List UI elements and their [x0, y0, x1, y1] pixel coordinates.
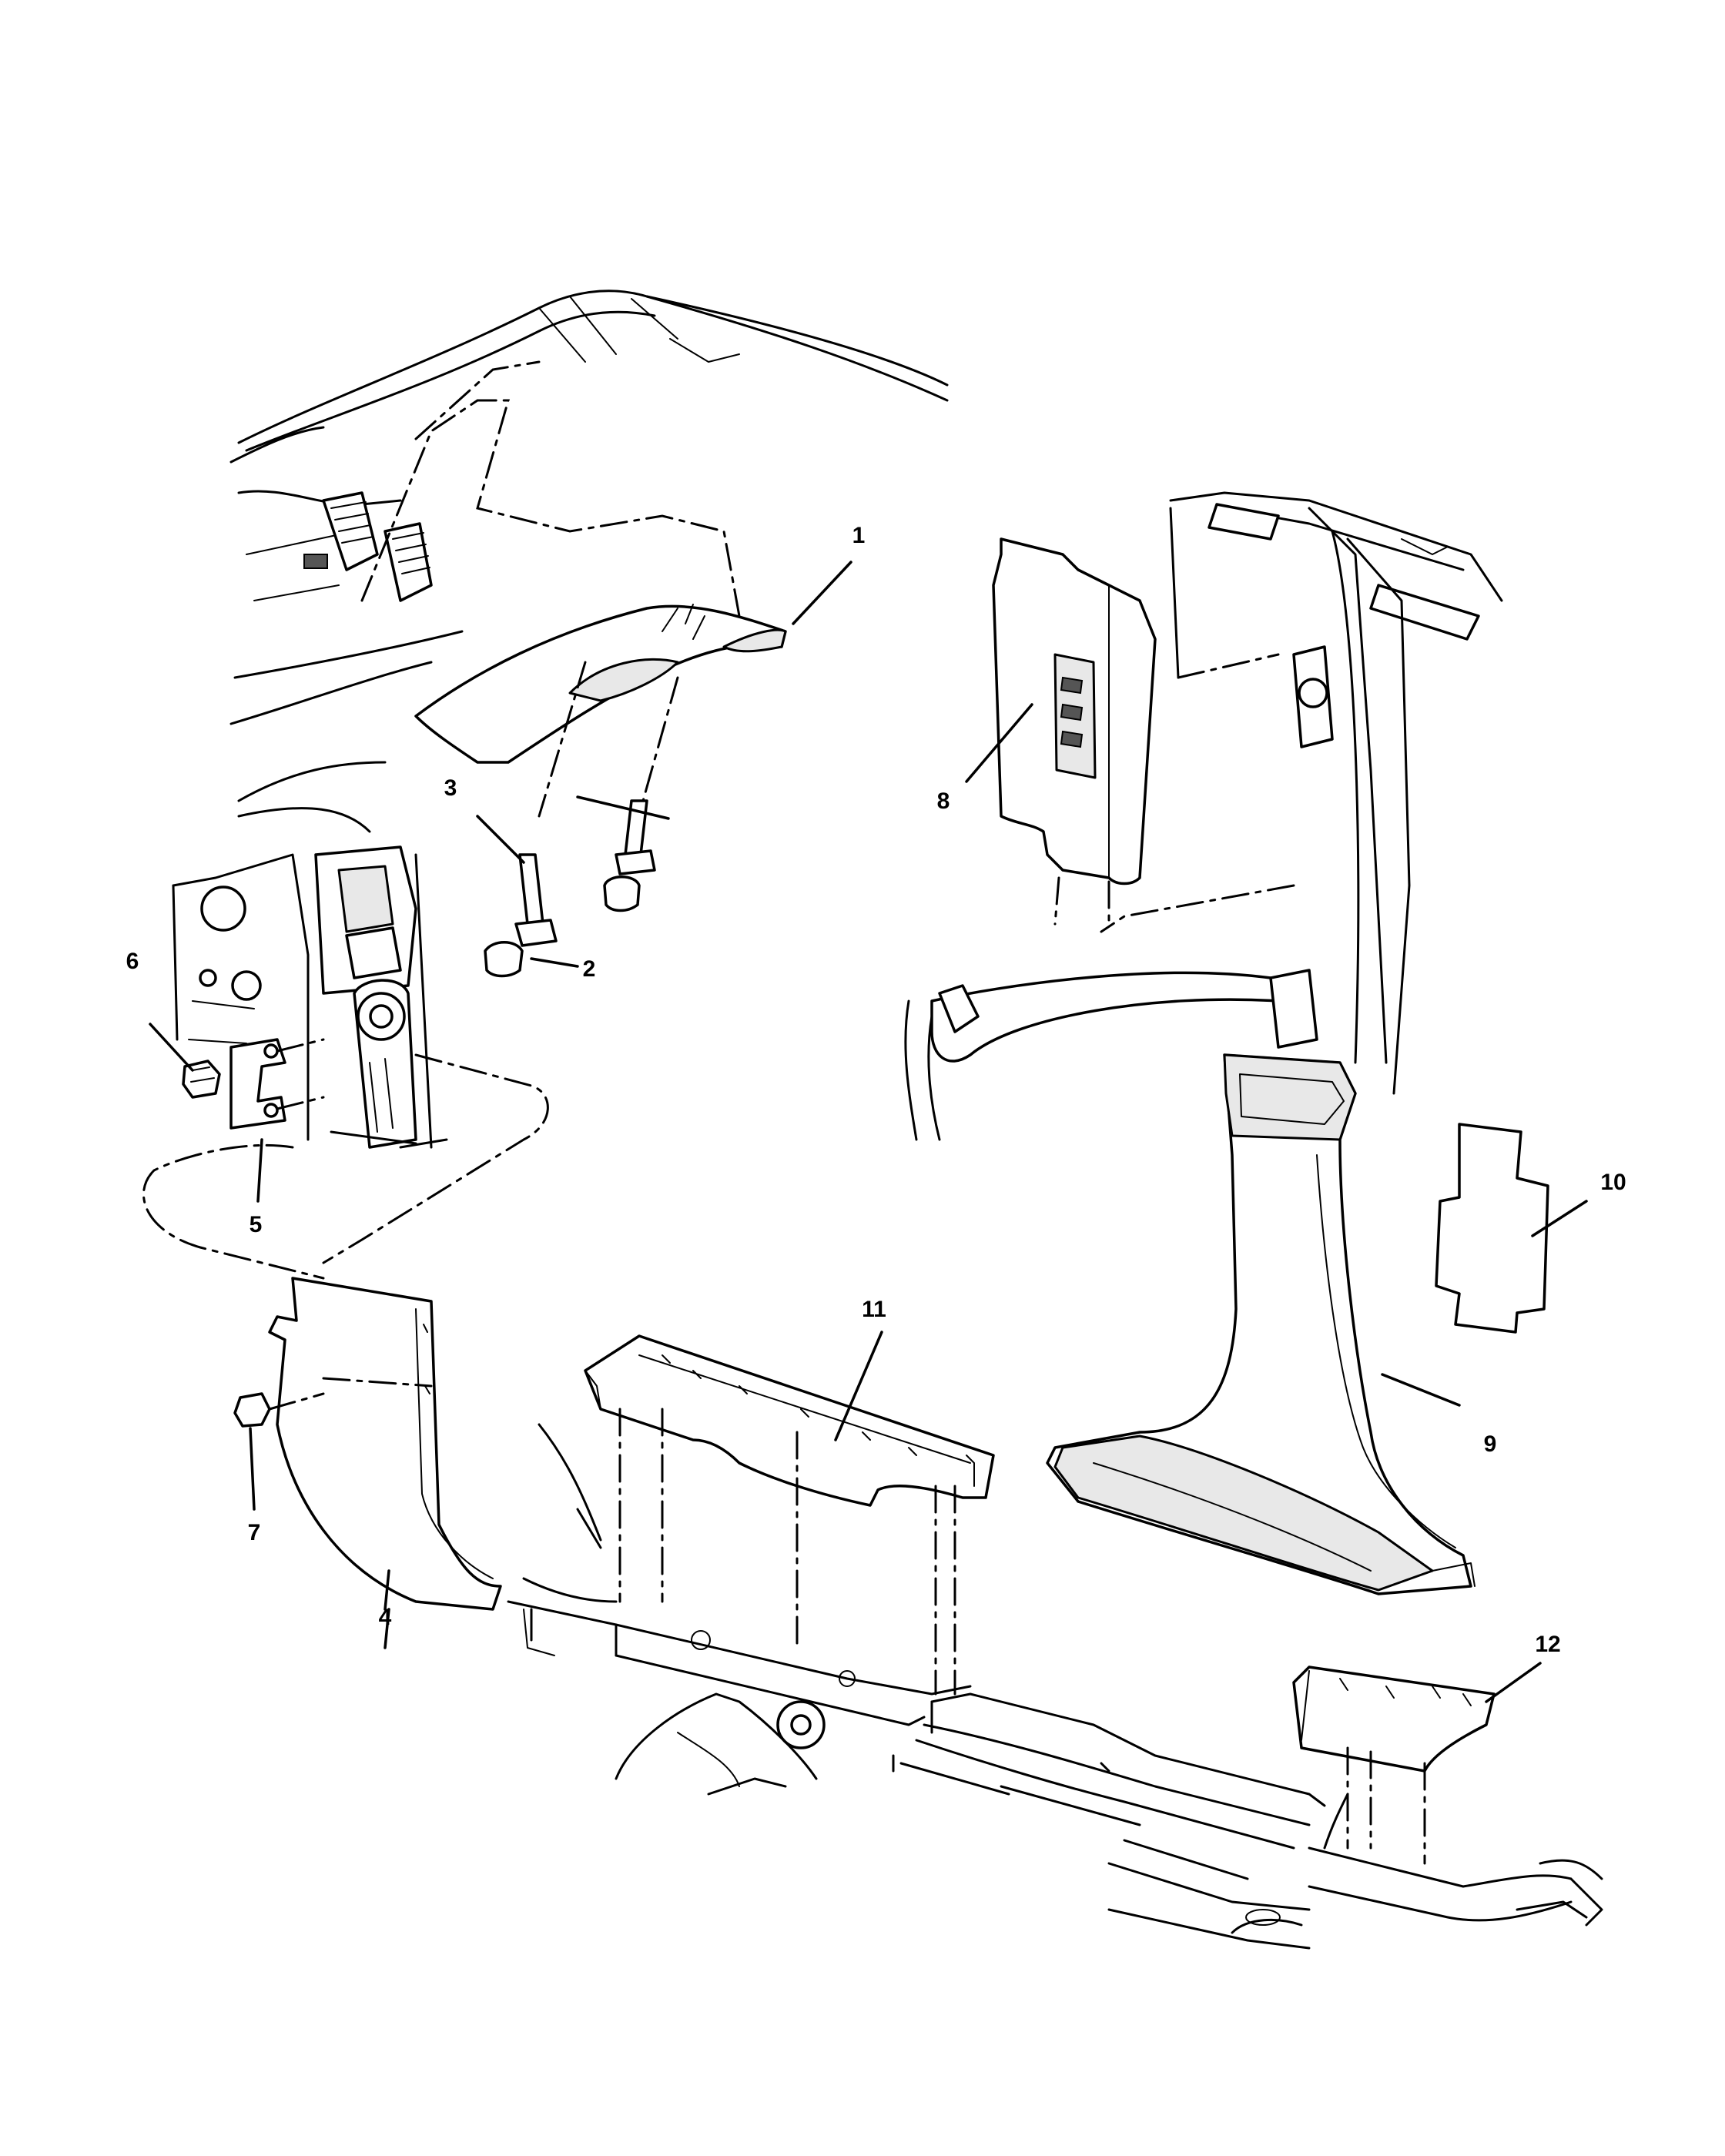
part-7-push-pin [233, 1377, 433, 1428]
callout-8: 8 [937, 788, 950, 814]
callout-3: 3 [444, 775, 457, 801]
callout-5: 5 [250, 1212, 263, 1237]
callout-7: 7 [248, 1520, 261, 1545]
part-4-cowl-trim [268, 1277, 502, 1611]
callout-6: 6 [126, 949, 139, 974]
callout-12: 12 [1535, 1632, 1560, 1657]
part-11-front-sill-plate [584, 1334, 995, 1696]
part-5-bracket [229, 1038, 325, 1130]
callout-4: 4 [379, 1605, 392, 1630]
callouts: 1 2 3 4 5 6 7 8 9 10 11 12 [126, 523, 1626, 1657]
callout-2: 2 [583, 956, 596, 982]
part-10-pad [1435, 1123, 1549, 1334]
roof-rail-right [1169, 491, 1503, 641]
floor-rocker [507, 1423, 1603, 1950]
fasteners-3-2 [484, 661, 679, 978]
callout-9: 9 [1484, 1431, 1497, 1457]
callout-11: 11 [862, 1297, 886, 1322]
dashboard-area [229, 290, 949, 833]
callout-10: 10 [1600, 1170, 1626, 1195]
part-12-rear-sill-plate [1292, 1666, 1496, 1865]
b-pillar-structure [904, 507, 1411, 1141]
callout-1: 1 [852, 523, 866, 548]
part-8-upper-b-pillar-trim [992, 537, 1157, 926]
leader-lines [149, 561, 1588, 1703]
part-9-lower-b-pillar-trim [1046, 1053, 1475, 1595]
part-1-a-pillar-trim [414, 604, 787, 764]
body-hinge-area [142, 845, 549, 1280]
